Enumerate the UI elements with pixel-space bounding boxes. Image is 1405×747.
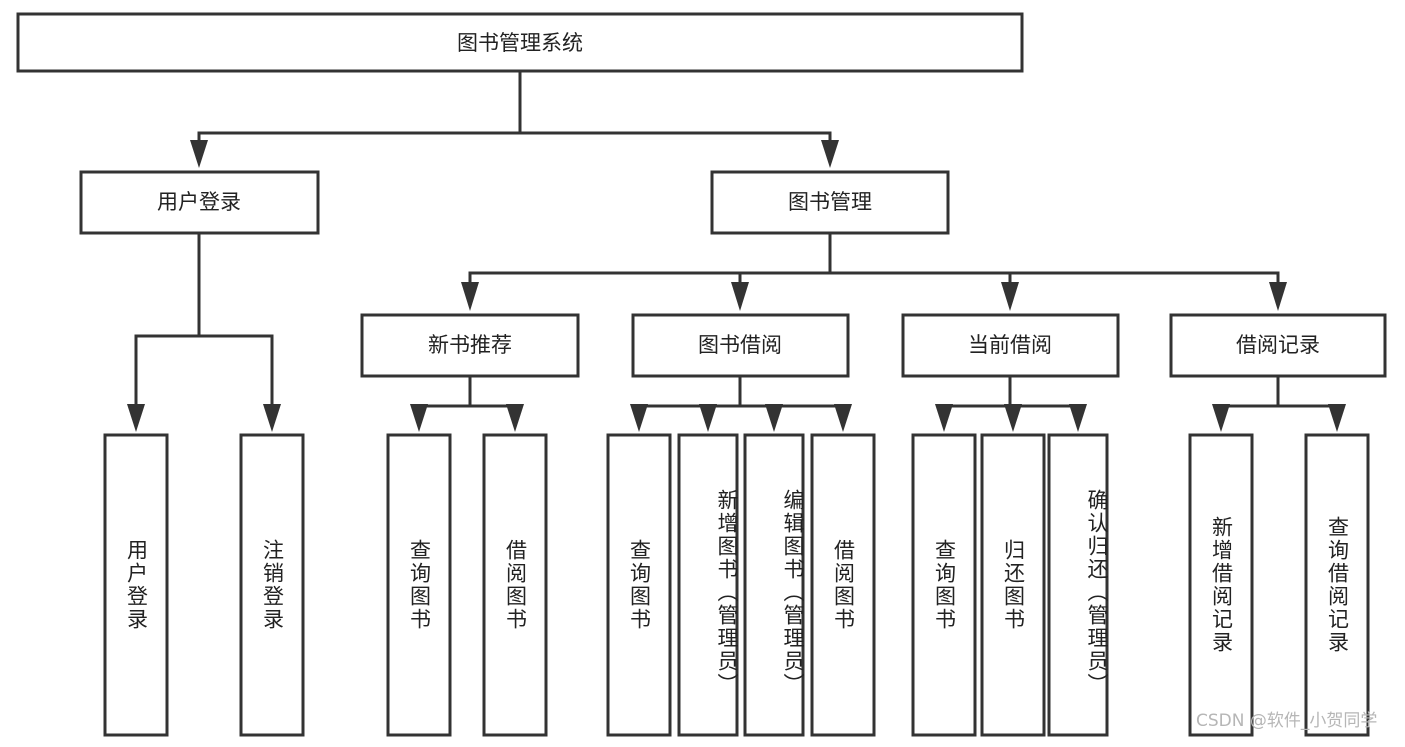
arrow-head-user-login [190, 140, 208, 168]
arrow-head-leaf-query-book [630, 404, 648, 432]
node-label-borrow-record: 借阅记录 [1236, 333, 1320, 357]
arrow-head-leaf-query-record [1328, 404, 1346, 432]
arrow-head-leaf-query-book-rec [410, 404, 428, 432]
node-box-root[interactable] [16, 12, 1024, 73]
node-box-leaf-user-login[interactable] [103, 433, 169, 737]
csdn-watermark: CSDN @软件_小贺同学 [1196, 711, 1378, 731]
connector-group-user-login-children [127, 231, 281, 432]
node-box-leaf-confirm-return[interactable] [1047, 433, 1109, 737]
arrow-head-leaf-add-record [1212, 404, 1230, 432]
connector-group-current-borrow-children [935, 374, 1087, 432]
arrow-head-leaf-add-book [699, 404, 717, 432]
arrow-head-book-manage [821, 140, 839, 168]
node-box-borrow-record[interactable] [1169, 313, 1387, 378]
arrow-head-book-borrow [731, 282, 749, 311]
node-box-leaf-query-book-cur[interactable] [911, 433, 977, 737]
node-label-current-borrow: 当前借阅 [968, 333, 1052, 357]
node-label-book-borrow: 图书借阅 [698, 333, 782, 357]
node-box-leaf-edit-book[interactable] [743, 433, 805, 737]
node-box-leaf-borrow-book-rec[interactable] [482, 433, 548, 737]
node-box-leaf-return-book[interactable] [980, 433, 1046, 737]
arrow-head-leaf-edit-book [765, 404, 783, 432]
node-box-leaf-query-book[interactable] [606, 433, 672, 737]
node-box-book-borrow[interactable] [631, 313, 850, 378]
connector-group-book-manage-children [461, 231, 1287, 311]
arrow-head-new-book-rec [461, 282, 479, 311]
node-label-root: 图书管理系统 [457, 31, 583, 55]
arrow-head-borrow-record [1269, 282, 1287, 311]
node-label-book-manage: 图书管理 [788, 190, 872, 214]
connector-group-borrow-record-children [1212, 374, 1346, 432]
node-label-user-login: 用户登录 [157, 190, 241, 214]
node-box-leaf-query-record[interactable] [1304, 433, 1370, 737]
arrow-head-leaf-return-book [1004, 404, 1022, 432]
node-box-leaf-user-logout[interactable] [239, 433, 305, 737]
node-label-new-book-rec: 新书推荐 [428, 333, 512, 357]
arrow-head-leaf-user-logout [263, 404, 281, 432]
node-box-leaf-query-book-rec[interactable] [386, 433, 452, 737]
node-box-leaf-borrow-book[interactable] [810, 433, 876, 737]
arrow-head-leaf-query-book-cur [935, 404, 953, 432]
arrow-head-leaf-user-login [127, 404, 145, 432]
arrow-head-current-borrow [1001, 282, 1019, 311]
connector-group-book-borrow-children [630, 374, 852, 432]
connector-group-root-to-level2 [190, 69, 839, 168]
node-box-leaf-add-book[interactable] [677, 433, 739, 737]
node-box-current-borrow[interactable] [901, 313, 1120, 378]
connector-group-new-book-rec-children [410, 374, 524, 432]
node-box-new-book-rec[interactable] [360, 313, 580, 378]
node-boxes: 图书管理系统 用户登录 图书管理 新书推荐 图书借阅 当前借阅 借阅记录 [16, 12, 1387, 737]
arrow-head-leaf-borrow-book-rec [506, 404, 524, 432]
arrow-head-leaf-borrow-book [834, 404, 852, 432]
node-box-book-manage[interactable] [710, 170, 950, 235]
arrow-head-leaf-confirm-return [1069, 404, 1087, 432]
node-box-leaf-add-record[interactable] [1188, 433, 1254, 737]
node-box-user-login[interactable] [79, 170, 320, 235]
